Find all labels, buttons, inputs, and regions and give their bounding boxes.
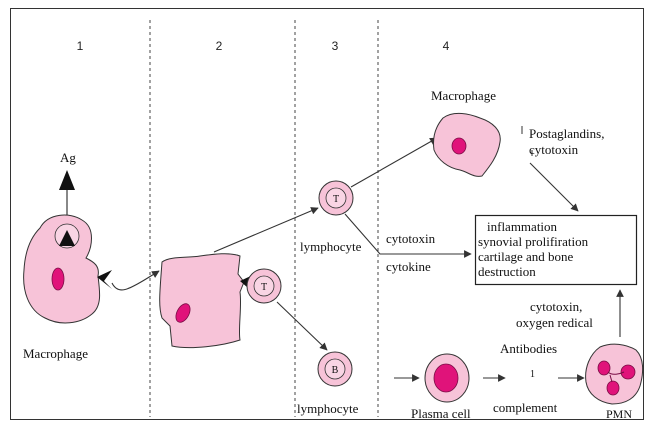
antibodies-label: Antibodies [500, 341, 557, 356]
lymphocyte-b-label: lymphocyte [297, 401, 359, 416]
pmn-lobe-3 [607, 381, 619, 395]
macrophage-top-nucleus [452, 138, 466, 154]
pmn-lobe-1 [598, 361, 610, 375]
pmn-cell [586, 344, 643, 404]
macrophage-left-label: Macrophage [23, 346, 88, 361]
plasma-cell-nucleus [434, 364, 458, 392]
cytotoxin-label: cytotoxin [386, 231, 436, 246]
t-cell-lower-letter: T [261, 282, 267, 293]
tiny-mark: 1 [530, 369, 535, 380]
antigen-label: Ag [60, 150, 76, 165]
macrophage-top-label: Macrophage [431, 88, 496, 103]
lymphocyte-t-label: lymphocyte [300, 239, 362, 254]
pmn-label: PMN [606, 407, 632, 421]
stage-number-1: 1 [77, 39, 84, 53]
complement-label: complement [493, 400, 558, 415]
outcome-line-4: destruction [478, 264, 536, 279]
stage-number-2: 2 [216, 39, 223, 53]
outcome-line-3: cartilage and bone [478, 249, 574, 264]
postaglandins-line-1: Postaglandins, [529, 126, 604, 141]
pmn-cytotoxin-line-1: cytotoxin, [530, 299, 582, 314]
stage-number-3: 3 [332, 39, 339, 53]
stage-number-4: 4 [443, 39, 450, 53]
t-cell-upper-letter: T [333, 194, 339, 205]
macrophage-left-nucleus [52, 268, 64, 290]
outcome-box: inflammation synovial prolifiration cart… [476, 216, 637, 285]
cytokine-label: cytokine [386, 259, 431, 274]
b-cell-letter: B [332, 365, 339, 376]
pmn-cytotoxin-line-2: oxygen redical [516, 315, 593, 330]
t-cell-lower: T [247, 269, 281, 303]
outcome-line-1: inflammation [487, 219, 558, 234]
t-cell-upper: T [319, 181, 353, 215]
plasma-cell-label: Plasma cell [411, 406, 471, 421]
postaglandins-line-2: cytotoxin [529, 142, 579, 157]
outcome-line-2: synovial prolifiration [478, 234, 589, 249]
b-cell: B [318, 352, 352, 386]
plasma-cell [425, 354, 469, 402]
